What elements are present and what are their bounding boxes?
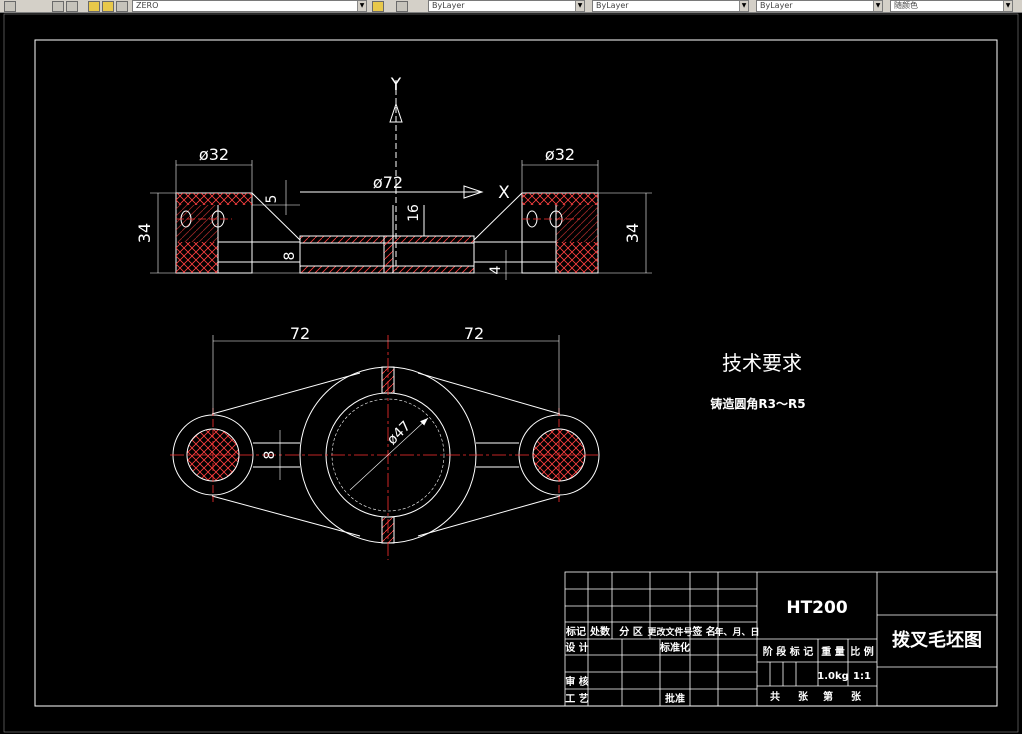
color-combo-value: ByLayer <box>432 1 465 10</box>
sun-icon[interactable] <box>102 1 114 12</box>
scale-value: 1:1 <box>853 671 871 682</box>
layer-state-icon[interactable] <box>66 1 78 12</box>
lineweight-combo[interactable]: ByLayer ▼ <box>756 0 883 12</box>
tech-req-title: 技术要求 <box>722 351 802 375</box>
layer-combo-value: ZERO <box>136 1 159 10</box>
linetype-combo[interactable]: ByLayer ▼ <box>592 0 749 12</box>
layer-combo[interactable]: ZERO ▼ <box>132 0 367 12</box>
plotstyle-combo[interactable]: 随颜色 ▼ <box>890 0 1013 12</box>
label-review: 审 核 <box>565 675 588 688</box>
dim-16: 16 <box>406 204 422 222</box>
chevron-down-icon: ▼ <box>873 1 882 11</box>
y-axis-arrow <box>389 102 403 123</box>
dim-height-right: 34 <box>623 223 642 243</box>
label-sheet-unit2: 张 <box>851 690 862 703</box>
chevron-down-icon: ▼ <box>575 1 584 11</box>
axis-x-label: X <box>498 183 510 203</box>
label-process: 工 艺 <box>565 692 588 705</box>
dim-72-left: 72 <box>290 324 310 343</box>
lineweight-combo-value: ByLayer <box>760 1 793 10</box>
dim-right-phi32: ø32 <box>545 145 575 164</box>
label-mark: 标记 <box>565 625 586 638</box>
chevron-down-icon: ▼ <box>1003 1 1012 11</box>
label-weight: 重 量 <box>821 645 844 658</box>
axis-y-label: Y <box>390 75 402 95</box>
weight-value: 1.0kg <box>817 671 849 682</box>
label-sheets-unit: 张 <box>798 690 809 703</box>
label-design: 设 计 <box>565 641 588 654</box>
layer-previous-icon[interactable] <box>396 1 408 12</box>
label-signature: 签 名 <box>691 625 715 638</box>
label-sheets-total: 共 <box>770 690 780 703</box>
dim-height-left: 34 <box>135 223 154 243</box>
dim-4: 4 <box>488 265 504 274</box>
label-change-file: 更改文件号 <box>647 626 692 638</box>
material-label: HT200 <box>786 598 847 618</box>
bulb-icon[interactable] <box>88 1 100 12</box>
chevron-down-icon: ▼ <box>357 1 366 11</box>
plotstyle-combo-value: 随颜色 <box>894 1 918 10</box>
lock-icon[interactable] <box>116 1 128 12</box>
label-zone: 分 区 <box>619 625 642 638</box>
dim-center-phi72: ø72 <box>373 173 403 192</box>
sheet-edge <box>3 13 1019 733</box>
title-block <box>564 571 998 707</box>
front-view <box>150 80 652 280</box>
label-sheet-no: 第 <box>823 690 833 703</box>
label-count: 处数 <box>589 625 611 638</box>
color-combo[interactable]: ByLayer ▼ <box>428 0 585 12</box>
dim-5: 5 <box>264 195 280 204</box>
dim-left-phi32: ø32 <box>199 145 229 164</box>
make-current-icon[interactable] <box>372 1 384 12</box>
dim-8-top: 8 <box>262 451 278 460</box>
technical-requirements: 技术要求 铸造圆角R3～R5 <box>710 351 805 411</box>
label-approve: 批准 <box>665 692 685 705</box>
label-date: 年、月、日 <box>714 626 759 638</box>
label-stage-mark: 阶 段 标 记 <box>763 645 813 658</box>
tech-req-note: 铸造圆角R3～R5 <box>710 396 805 411</box>
label-scale: 比 例 <box>850 645 873 658</box>
top-view <box>170 335 600 560</box>
dim-72-right: 72 <box>464 324 484 343</box>
layer-manager-icon[interactable] <box>52 1 64 12</box>
linetype-combo-value: ByLayer <box>596 1 629 10</box>
drawing-border <box>34 39 998 707</box>
label-standardize: 标准化 <box>659 641 690 654</box>
dim-bore-phi47: ø47 <box>384 418 414 448</box>
dim-8-front: 8 <box>282 252 298 261</box>
x-axis-arrow <box>463 185 484 199</box>
chevron-down-icon: ▼ <box>739 1 748 11</box>
toolbar: ZERO ▼ ByLayer ▼ ByLayer ▼ ByLayer ▼ 随颜色 ▼ <box>0 0 1022 13</box>
save-icon[interactable] <box>4 1 16 12</box>
drawing-canvas[interactable]: Y X ø32 ø32 ø72 34 34 5 16 8 4 <box>0 13 1022 734</box>
drawing-name: 拨叉毛坯图 <box>892 629 982 651</box>
top-outline <box>211 372 561 537</box>
